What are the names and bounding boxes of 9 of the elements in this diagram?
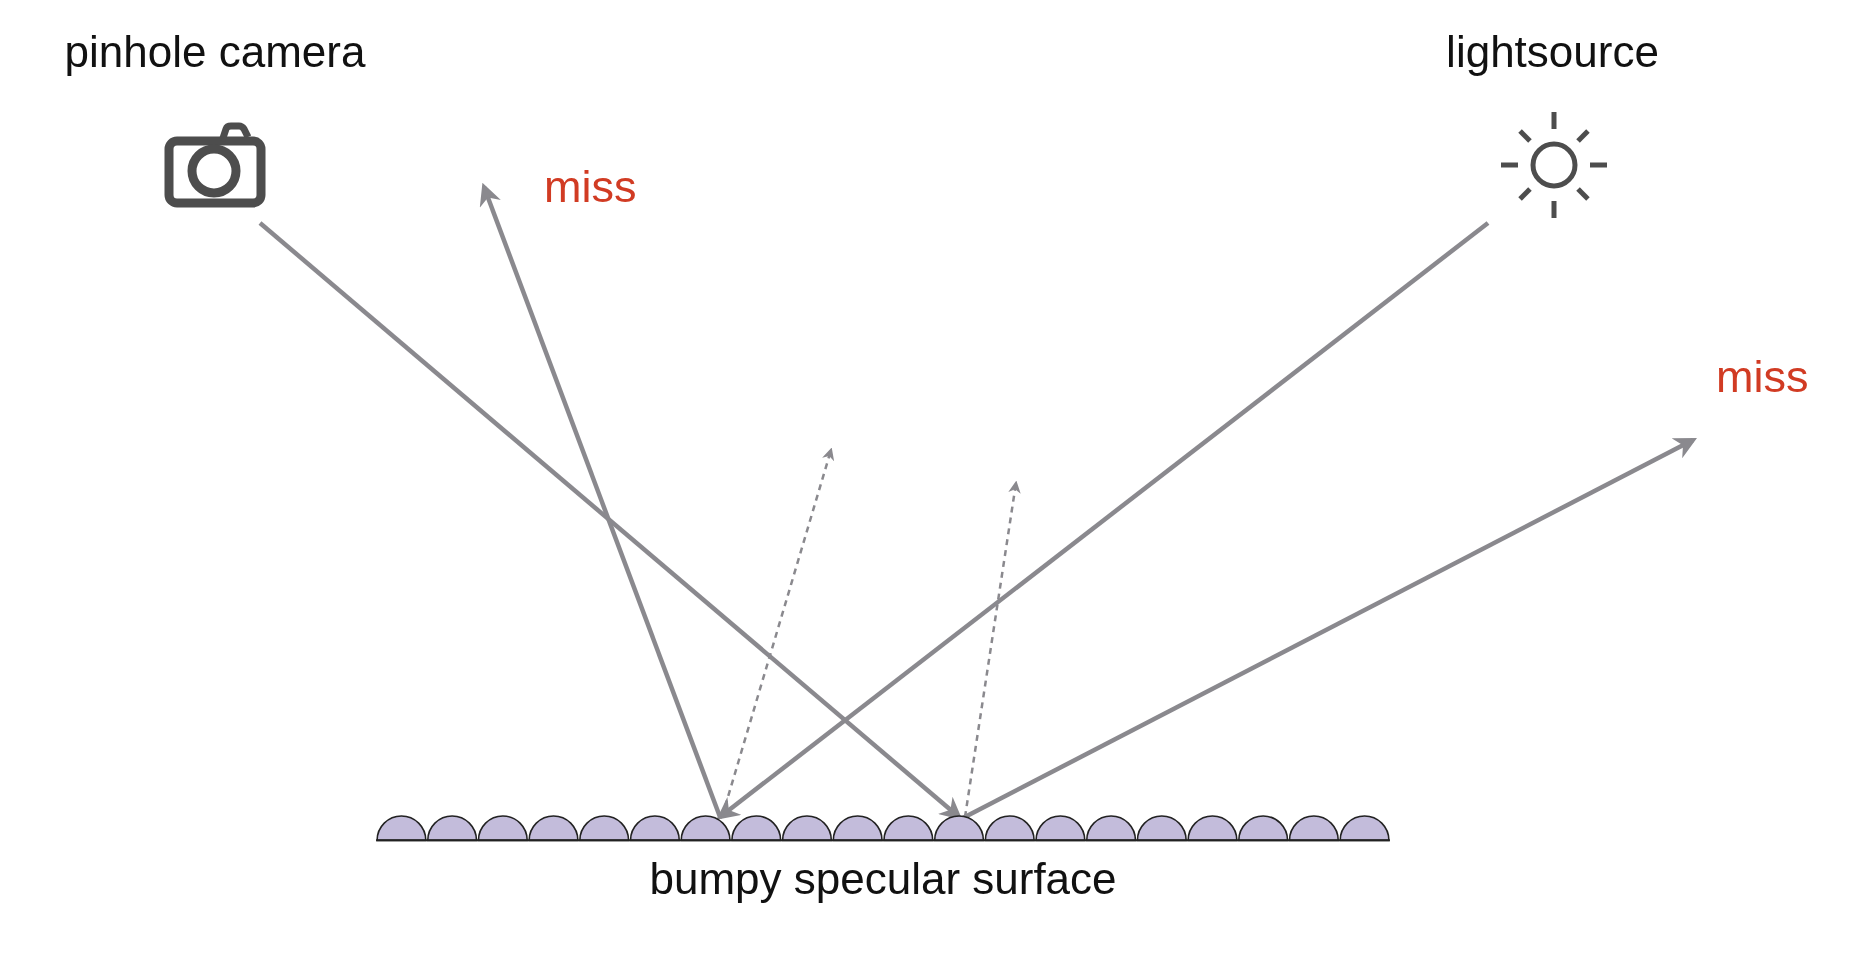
node-label: lightsource [1445,28,1660,77]
arrow [258,221,963,820]
arrow [479,182,723,818]
node-label: bumpy specular surface [648,855,1118,904]
arrow [716,221,1490,820]
miss-label: miss [1716,352,1810,402]
node-label: pinhole camera [63,28,367,77]
dashed-arrow [963,480,1021,818]
miss-label: miss [544,162,638,212]
